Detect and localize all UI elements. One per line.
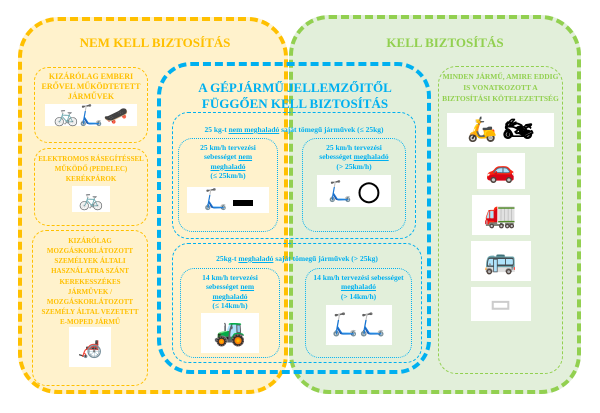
heavy-slow-box: 14 km/h tervezési sebességet nem meghala… [180,268,280,358]
insurance-title: KELL BIZTOSÍTÁS [386,35,504,50]
heavy-fast-label: 14 km/h tervezési sebességet meghaladó(>… [313,273,404,301]
bicycle-scooter-skateboard-image: 🚲🛴🛹 [45,104,137,127]
all-vehicles-label: MINDEN JÁRMŰ, AMIRE EDDIG IS VONATKOZOTT… [442,72,559,103]
moped-quad-image: 🛵 🏍 [447,112,554,147]
mobility-scooter-image: 🦽 [69,327,111,368]
light-slow-label: 25 km/h tervezési sebességet nem meghala… [200,143,256,181]
wheelchair-label: KIZÁRÓLAG MOZGÁSKORLÁTOZOTT SZEMÉLYEK ÁL… [41,237,139,327]
heavy-slow-label: 14 km/h tervezési sebességet nem meghala… [202,273,258,311]
trailer-image: ▭ [470,286,531,321]
light-vehicles-label: 25 kg-t nem meghaladó saját tömegű jármű… [204,125,384,134]
depends-region [157,62,431,374]
all-vehicles-box: MINDEN JÁRMŰ, AMIRE EDDIG IS VONATKOZOTT… [438,66,563,374]
pedelec-box: ELEKTROMOS RÁSEGÍTÉSSEL MŰKÖDŐ (PEDELEC)… [34,148,148,226]
light-slow-box: 25 km/h tervezési sebességet nem meghala… [178,138,278,232]
escooter-monowheel-image: 🛴 ◯ [317,175,391,208]
bus-image: 🚌 [470,240,531,281]
lawn-mower-image: 🚜 [201,312,259,353]
pedelec-label: ELEKTROMOS RÁSEGÍTÉSSEL MŰKÖDŐ (PEDELEC)… [38,155,144,184]
human-powered-box: KIZÁRÓLAG EMBERI ERŐVEL MŰKÖDTETETT JÁRM… [34,67,148,143]
scooter-hoverboard-image: 🛴 ▬ [187,186,269,213]
no-insurance-title: NEM KELL BIZTOSÍTÁS [79,35,231,50]
heavy-fast-box: 14 km/h tervezési sebességet meghaladó(>… [305,268,412,358]
light-fast-label: 25 km/h tervezési sebességet meghaladó(>… [319,143,389,171]
heavy-vehicles-label: 25kg-t meghaladó saját tömegű járművek (… [216,254,378,263]
heavy-vehicles-box: 25kg-t meghaladó saját tömegű járművek (… [172,243,422,363]
ebike-image: 🚲 [72,186,110,213]
light-vehicles-box: 25 kg-t nem meghaladó saját tömegű jármű… [172,112,416,239]
car-image: 🚗 [476,152,525,189]
truck-image: 🚛 [471,194,530,235]
wheelchair-box: KIZÁRÓLAG MOZGÁSKORLÁTOZOTT SZEMÉLYEK ÁL… [32,230,148,386]
depends-title: A GÉPJÁRMŰ JELLEMZŐITŐL FÜGGŐEN KELL BIZ… [198,80,392,112]
human-powered-label: KIZÁRÓLAG EMBERI ERŐVEL MŰKÖDTETETT JÁRM… [41,72,141,101]
segway-escooter-image: 🛴🛴 [325,305,392,346]
light-fast-box: 25 km/h tervezési sebességet meghaladó(>… [302,138,406,232]
